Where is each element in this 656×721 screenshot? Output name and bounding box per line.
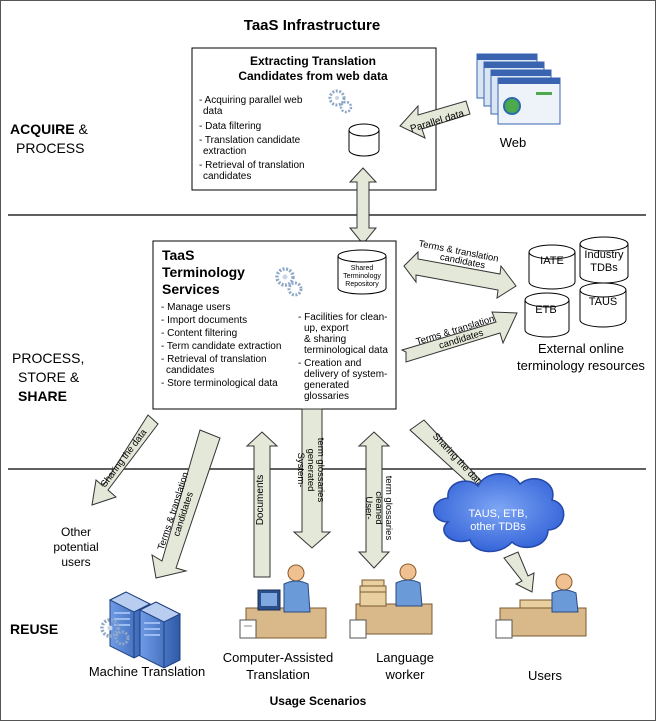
- extraction-item: - Data filtering: [199, 121, 261, 132]
- extraction-item: candidates: [203, 171, 251, 182]
- documents-arrow: Documents: [245, 431, 279, 578]
- terminology-item: candidates: [166, 365, 214, 376]
- extraction-title-1: Extracting Translation: [250, 54, 376, 68]
- industry-label: Industry: [584, 249, 624, 261]
- lw-label: Language: [376, 650, 434, 665]
- terminology-item: - Retrieval of translation: [161, 354, 267, 365]
- web-label: Web: [500, 135, 527, 150]
- terms-to-mt-arrow: Terms & translation candidates: [151, 429, 221, 579]
- cloud-label: other TDBs: [470, 521, 526, 533]
- etb-label: ETB: [535, 304, 556, 316]
- repository-label: Terminology: [343, 273, 381, 280]
- extraction-item: - Acquiring parallel web: [199, 95, 303, 106]
- extraction-title-2: Candidates from web data: [238, 69, 388, 83]
- system-generated-arrow: System- generated term glossaries: [292, 408, 332, 549]
- section-process-store-1: PROCESS,: [12, 350, 84, 366]
- terminology-right-item: up, export: [304, 323, 349, 334]
- section-acquire: ACQUIRE &: [10, 121, 88, 137]
- repository-label: Repository: [345, 281, 379, 288]
- terminology-item: - Term candidate extraction: [161, 341, 281, 352]
- terminology-title: Terminology: [162, 264, 245, 280]
- user-cleaned-label: User-: [363, 496, 374, 519]
- extraction-box: [191, 47, 437, 191]
- other-users-label: potential: [53, 540, 98, 554]
- industry-tdbs-db-icon: [579, 236, 629, 284]
- sharing-right-label: Sharing the data: [430, 431, 486, 490]
- iate-db-icon: [528, 244, 576, 290]
- terms-exchange-arrow: Terms & translation candidates: [403, 238, 517, 299]
- terminology-item: - Content filtering: [161, 328, 237, 339]
- cat-label: Translation: [246, 667, 310, 682]
- web-icon: [476, 53, 561, 125]
- lw-label: worker: [384, 667, 425, 682]
- section-reuse: REUSE: [10, 621, 58, 637]
- terminology-item: - Import documents: [161, 315, 247, 326]
- extraction-item: data: [203, 106, 223, 117]
- gear-icon: [275, 267, 303, 297]
- extraction-item: extraction: [203, 146, 246, 157]
- terminology-right-item: terminological data: [304, 345, 388, 356]
- taus-db-icon: [579, 282, 627, 328]
- tdbs-label: TDBs: [590, 262, 618, 274]
- extraction-item: - Translation candidate: [199, 135, 301, 146]
- cloud-label: TAUS, ETB,: [468, 508, 527, 520]
- shared-repository-icon: [337, 249, 387, 295]
- taus-label: TAUS: [589, 296, 618, 308]
- user-cleaned-label: term glossaries: [383, 476, 394, 541]
- section-share: SHARE: [18, 388, 67, 404]
- terminology-title: Services: [162, 281, 220, 297]
- terms-import-arrow: Terms & translation candidates: [400, 311, 518, 363]
- other-users-label: users: [61, 555, 90, 569]
- cloud-icon: [433, 473, 565, 553]
- user-person-icon: [495, 573, 587, 639]
- translator-person-icon: [239, 564, 327, 639]
- gear-icon: [328, 89, 353, 114]
- repository-label: Shared: [351, 265, 374, 272]
- cat-label: Computer-Assisted: [223, 650, 334, 665]
- terminology-title: TaaS: [162, 247, 194, 263]
- external-label: terminology resources: [517, 358, 645, 373]
- usage-scenarios-label: Usage Scenarios: [270, 694, 367, 708]
- other-users-label: Other: [61, 525, 91, 539]
- language-worker-icon: [349, 563, 433, 639]
- sharing-left-label: Sharing the data: [99, 427, 150, 490]
- system-generated-label: term glossaries: [315, 438, 326, 503]
- iate-label: IATE: [540, 255, 564, 267]
- gear-icon: [100, 618, 130, 646]
- mt-label: Machine Translation: [89, 664, 205, 679]
- section-process-store-2: STORE &: [18, 369, 80, 385]
- user-cleaned-arrow: User- cleaned term glossaries: [357, 431, 394, 569]
- terminology-right-item: - Creation and: [298, 358, 361, 369]
- diagram-title: TaaS Infrastructure: [244, 17, 380, 34]
- documents-label: Documents: [255, 475, 266, 526]
- extraction-item: - Retrieval of translation: [199, 160, 305, 171]
- section-process-label: PROCESS: [16, 140, 84, 156]
- database-icon: [348, 123, 380, 157]
- user-cleaned-label: cleaned: [373, 491, 384, 524]
- terminology-item: - Manage users: [161, 302, 230, 313]
- repository-sync-arrow: [348, 167, 378, 245]
- terminology-item: - Store terminological data: [161, 378, 278, 389]
- terminology-right-item: generated: [304, 380, 349, 391]
- etb-db-icon: [524, 292, 570, 338]
- terminology-right-item: - Facilities for clean-: [298, 312, 387, 323]
- system-generated-label: System-: [295, 453, 306, 488]
- system-generated-label: generated: [305, 449, 316, 492]
- server-icon: [108, 591, 182, 669]
- terminology-right-item: delivery of system-: [304, 369, 387, 380]
- sharing-left-arrow: Sharing the data: [91, 414, 159, 506]
- users-label: Users: [528, 668, 562, 683]
- terminology-right-item: & sharing: [304, 334, 346, 345]
- terminology-right-item: glossaries: [304, 391, 349, 402]
- external-label: External online: [538, 341, 624, 356]
- cloud-to-users-arrow: [503, 551, 535, 593]
